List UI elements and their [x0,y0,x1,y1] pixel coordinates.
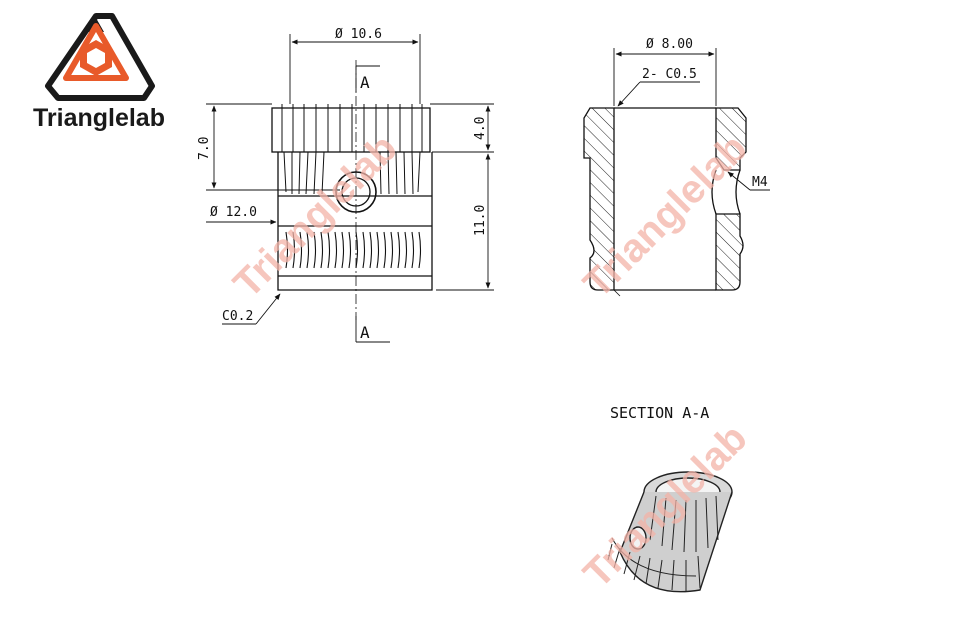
section-view [583,107,747,297]
knurl [285,231,422,269]
thread-label: M4 [752,175,768,190]
chamfer-label: C0.2 [222,309,253,324]
section-chamfer: 2- C0.5 [642,67,697,82]
flutes [283,151,421,195]
dim-body-height: 11.0 [473,205,488,236]
dim-bore: Ø 8.00 [646,37,693,52]
dim-gear-height: 4.0 [473,117,488,140]
section-dimensions [613,48,770,191]
dim-outer-diameter: Ø 12.0 [210,205,257,220]
front-view [271,60,433,320]
brand-name: Trianglelab [33,104,165,132]
watermarks: Trianglelab Trianglelab Trianglelab [225,126,755,596]
gear-teeth [281,104,423,152]
front-dimensions [206,34,494,343]
section-label-bottom: A [360,323,370,342]
dim-top-diameter: Ø 10.6 [335,27,382,42]
section-title: SECTION A-A [610,404,709,422]
dim-height-left: 7.0 [197,137,212,160]
gear-3d-render [607,471,733,593]
gear-teeth-3d [607,495,719,592]
section-label-top: A [360,73,370,92]
trianglelab-logo [45,13,155,101]
